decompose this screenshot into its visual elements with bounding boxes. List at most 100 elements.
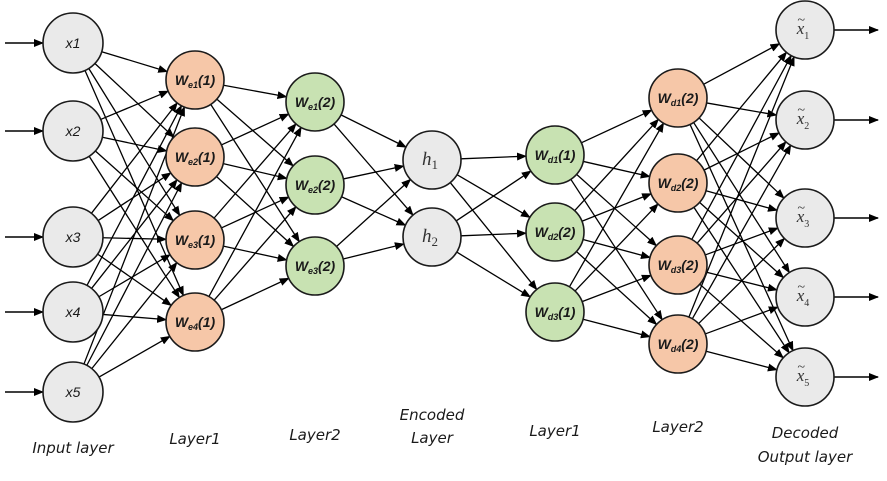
edge-dec-layer1-3-to-dec-layer2-4 [582,318,651,339]
node-input-5: x5 [42,361,104,423]
node-circle [648,314,708,374]
edge-dec-layer2-1-to-output-1 [703,43,781,85]
node-label: Wd2(2) [535,224,576,242]
layer-caption-enc-layer1: Layer1 [169,430,220,448]
node-enc-layer1-1: We1(1) [165,50,225,110]
node-circle [648,235,708,295]
node-circle [42,206,104,268]
node-output-4: x4~ [775,267,835,327]
edge-enc-layer1-2-to-enc-layer2-1 [221,113,290,146]
edge-dec-layer2-4-to-output-3 [698,237,786,325]
edge-enc-layer2-2-to-encoded-1 [343,164,405,180]
node-input-4: x4 [42,281,104,343]
edge-enc-layer1-4-to-enc-layer2-2 [213,206,297,301]
node-circle [285,236,345,296]
edge-dec-layer1-3-to-dec-layer2-2 [574,203,659,292]
node-circle [165,127,225,187]
node-dec-layer2-1: Wd1(2) [648,68,708,128]
edge-input-3-to-enc-layer1-2 [97,172,172,222]
edge-dec-layer1-2-to-dec-layer2-1 [574,118,660,212]
layer-caption-output: Output layer [758,448,853,466]
layer-caption-encoded: Layer [411,429,454,447]
edge-dec-layer2-3-to-output-2 [696,141,787,244]
edge-encoded-1-to-dec-layer1-1 [460,152,528,161]
node-label: h1 [422,149,438,172]
edge-input-3-to-enc-layer1-1 [90,102,178,214]
node-label: x5 [796,366,810,389]
io-arrows-group [5,26,879,396]
node-enc-layer2-3: We3(2) [285,236,345,296]
edge-input-5-to-enc-layer1-3 [91,261,178,370]
node-dec-layer1-2: Wd2(2) [525,202,585,262]
edge-encoded-2-to-dec-layer1-3 [456,251,532,298]
node-label: We2(2) [295,177,336,195]
node-label: We3(1) [175,232,216,250]
node-input-1: x1 [42,12,104,74]
edge-dec-layer1-1-to-dec-layer2-1 [581,109,653,144]
edge-dec-layer2-2-to-output-3 [705,190,779,212]
edge-input-3-to-enc-layer1-4 [97,253,173,306]
edge-dec-layer2-4-to-output-4 [704,306,779,335]
layer-caption-enc-layer2: Layer2 [289,426,340,444]
layer-caption-input: Input layer [32,439,114,457]
edge-input-5-to-enc-layer1-4 [98,335,171,378]
node-encoded-1: h1 [402,130,462,190]
node-circle [648,68,708,128]
edge-encoded-1-to-dec-layer1-3 [449,182,538,291]
edge-enc-layer1-1-to-enc-layer2-3 [210,104,300,243]
node-label: Wd1(2) [658,90,699,108]
node-circle [42,281,104,343]
tilde-accent: ~ [797,103,805,118]
edge-enc-layer1-4-to-enc-layer2-3 [221,277,290,311]
edge-encoded-2-to-dec-layer1-1 [455,170,532,222]
node-circle [285,155,345,215]
node-circle [648,153,708,213]
node-label: We3(2) [295,258,336,276]
node-enc-layer2-2: We2(2) [285,155,345,215]
tilde-accent: ~ [797,360,805,375]
node-enc-layer1-4: We4(1) [165,292,225,352]
edge-enc-layer2-3-to-encoded-2 [342,242,405,260]
node-label: Wd4(2) [658,336,699,354]
node-circle [42,100,104,162]
edge-input-2-to-enc-layer1-3 [94,150,175,222]
node-output-2: x2~ [775,90,835,150]
tilde-accent: ~ [797,201,805,216]
node-label: x2 [65,123,81,139]
node-output-5: x5~ [775,347,835,407]
edges-group [83,43,795,378]
edge-input-4-to-enc-layer1-3 [98,254,171,298]
layer-caption-output: Decoded [772,424,839,442]
edge-dec-layer2-2-to-output-2 [703,132,780,171]
node-dec-layer2-2: Wd2(2) [648,153,708,213]
edge-dec-layer2-1-to-output-4 [693,122,790,274]
edge-input-2-to-enc-layer1-4 [88,155,180,299]
node-circle [42,361,104,423]
node-label: x5 [65,384,81,400]
edge-dec-layer2-1-to-output-3 [698,117,785,199]
node-label: h2 [422,226,438,249]
node-enc-layer1-2: We2(1) [165,127,225,187]
node-circle [775,0,835,60]
edge-enc-layer1-3-to-enc-layer2-1 [213,123,297,219]
node-input-2: x2 [42,100,104,162]
edge-enc-layer2-2-to-encoded-2 [341,196,407,226]
edge-dec-layer1-2-to-dec-layer2-2 [581,193,652,222]
node-enc-layer2-1: We1(2) [285,72,345,132]
edge-dec-layer2-4-to-output-5 [705,350,778,372]
node-label: x1 [796,19,810,42]
edge-enc-layer2-1-to-encoded-2 [333,123,414,216]
edge-input-2-to-enc-layer1-1 [100,90,170,121]
node-circle [775,267,835,327]
layer-caption-dec-layer2: Layer2 [652,418,703,436]
node-enc-layer1-3: We3(1) [165,210,225,270]
edge-dec-layer2-3-to-output-3 [704,227,779,256]
edge-dec-layer1-1-to-dec-layer2-2 [583,160,651,179]
node-circle [165,292,225,352]
node-dec-layer1-3: Wd3(1) [525,282,585,342]
edge-enc-layer2-1-to-encoded-1 [340,114,407,148]
layer-caption-dec-layer1: Layer1 [529,422,580,440]
edge-dec-layer1-1-to-dec-layer2-4 [570,178,663,321]
node-label: We1(1) [175,72,216,90]
edge-enc-layer1-4-to-enc-layer2-1 [208,126,302,297]
